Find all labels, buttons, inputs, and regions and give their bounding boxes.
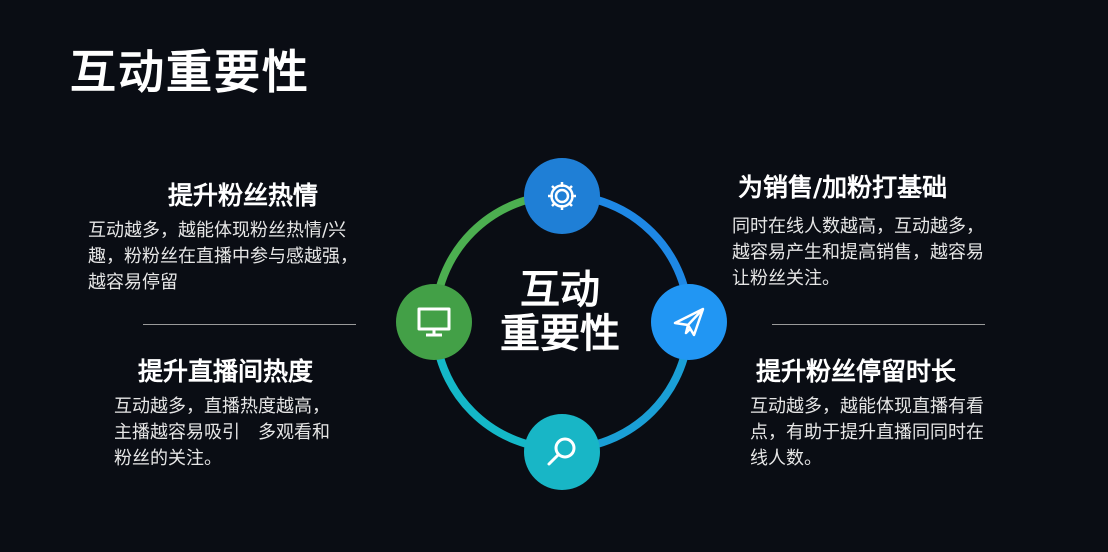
divider-right xyxy=(772,324,985,325)
page-title: 互动重要性 xyxy=(70,45,310,99)
section-heading: 提升粉丝热情 xyxy=(167,181,318,210)
center-label-line1: 互动 xyxy=(520,267,600,313)
paper-plane-circle xyxy=(651,284,727,360)
gear-icon xyxy=(548,182,576,210)
magnifier-circle xyxy=(524,414,600,490)
section-text: 互动越多，越能体现粉丝热情/兴 趣，粉粉丝在直播中参与感越强， 越容易停留 xyxy=(88,220,358,293)
section-bottom-right: 提升粉丝停留时长 互动越多，越能体现直播有看 点，有助于提升直播同同时在 线人数… xyxy=(750,352,1070,472)
section-heading: 为销售/加粉打基础 xyxy=(738,173,948,202)
monitor-icon xyxy=(417,307,451,337)
divider-left xyxy=(143,324,356,325)
section-heading: 提升直播间热度 xyxy=(138,357,314,386)
section-bottom-left: 提升直播间热度 互动越多，直播热度越高， 主播越容易吸引 多观看和 粉丝的关注。 xyxy=(114,352,434,472)
paper-plane-icon xyxy=(673,307,705,337)
center-label: 互动 重要性 xyxy=(470,268,650,356)
section-text: 互动越多，直播热度越高， 主播越容易吸引 多观看和 粉丝的关注。 xyxy=(114,396,330,469)
gear-circle xyxy=(524,158,600,234)
section-top-left: 提升粉丝热情 互动越多，越能体现粉丝热情/兴 趣，粉粉丝在直播中参与感越强， 越… xyxy=(88,176,428,296)
section-top-right: 为销售/加粉打基础 同时在线人数越高，互动越多， 越容易产生和提高销售，越容易 … xyxy=(732,168,1072,292)
magnifier-icon xyxy=(547,437,576,466)
section-heading: 提升粉丝停留时长 xyxy=(756,357,957,386)
section-text: 互动越多，越能体现直播有看 点，有助于提升直播同同时在 线人数。 xyxy=(750,396,984,469)
section-text: 同时在线人数越高，互动越多， 越容易产生和提高销售，越容易 让粉丝关注。 xyxy=(732,216,984,289)
monitor-circle xyxy=(396,284,472,360)
center-label-line2: 重要性 xyxy=(500,311,620,357)
